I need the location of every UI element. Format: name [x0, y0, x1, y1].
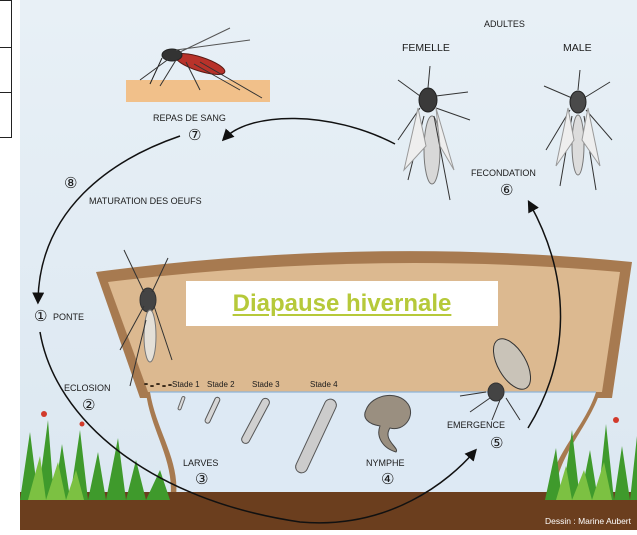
step-5: ⑤ [490, 436, 503, 451]
step-7: ⑦ [188, 128, 201, 143]
label-male: MALE [563, 42, 592, 54]
skin-surface [126, 80, 270, 102]
step-2: ② [82, 398, 95, 413]
label-stade-3: Stade 3 [252, 380, 280, 389]
label-fecondation: FECONDATION [471, 168, 536, 178]
step-8: ⑧ [64, 176, 77, 191]
table-cell-fragment [0, 92, 12, 138]
step-1: ① [34, 309, 47, 324]
label-stade-4: Stade 4 [310, 380, 338, 389]
label-nymphe: NYMPHE [366, 458, 405, 468]
label-stade-2: Stade 2 [207, 380, 235, 389]
label-maturation: MATURATION DES OEUFS [89, 196, 202, 206]
step-3: ③ [195, 472, 208, 487]
label-emergence: EMERGENCE [447, 420, 505, 430]
table-cell-fragment [0, 0, 12, 48]
label-adultes: ADULTES [484, 19, 525, 29]
label-repas-de-sang: REPAS DE SANG [153, 113, 226, 123]
step-4: ④ [381, 472, 394, 487]
table-cell-fragment [0, 47, 12, 93]
label-stade-1: Stade 1 [172, 380, 200, 389]
label-eclosion: ECLOSION [64, 383, 111, 393]
diagram-title: Diapause hivernale [233, 290, 452, 318]
illustration-credit: Dessin : Marine Aubert [545, 516, 631, 526]
title-box: Diapause hivernale [186, 281, 498, 326]
label-femelle: FEMELLE [402, 42, 450, 54]
label-larves: LARVES [183, 458, 218, 468]
label-ponte: PONTE [53, 312, 84, 322]
step-6: ⑥ [500, 183, 513, 198]
